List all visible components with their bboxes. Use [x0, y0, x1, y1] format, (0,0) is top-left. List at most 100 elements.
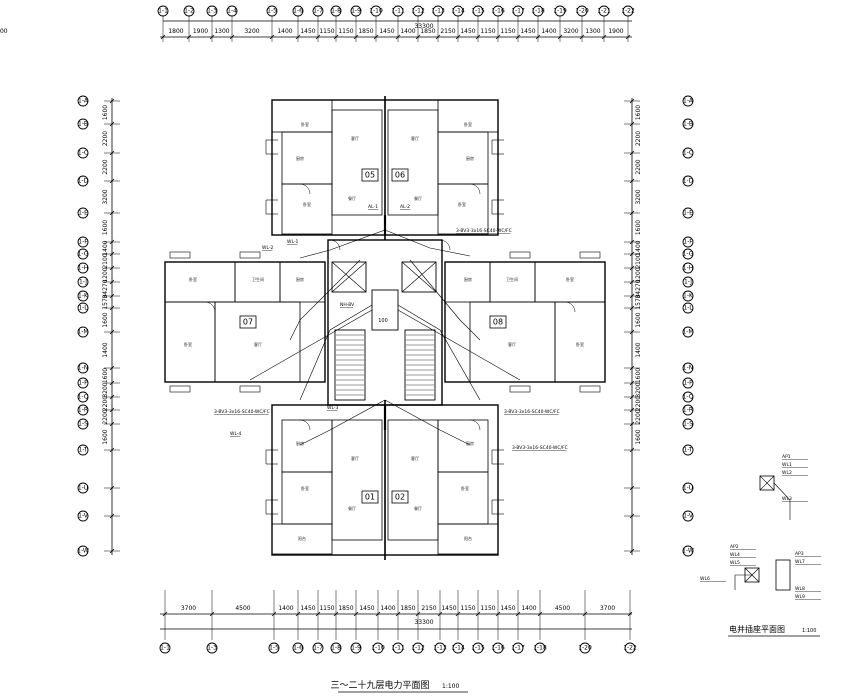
- svg-text:1-H: 1-H: [683, 265, 694, 272]
- top-dimension-1: 1900: [193, 28, 208, 35]
- room-label-8: 餐厅: [348, 195, 356, 201]
- bottom-dimension-16: 3700: [600, 605, 615, 612]
- axis-bubble-left-1-S: 1-S: [77, 418, 89, 430]
- right-dimension-15: 2200: [635, 409, 642, 424]
- room-label-17: 客厅: [254, 341, 262, 347]
- axis-bubble-left-1-T: 1-T: [77, 444, 89, 456]
- svg-text:1-3: 1-3: [207, 8, 217, 15]
- svg-text:1-5: 1-5: [269, 645, 279, 652]
- bottom-dimension-12: 1150: [480, 605, 495, 612]
- svg-text:1-B: 1-B: [683, 121, 693, 128]
- riser-label-1: WL1: [782, 462, 792, 468]
- axis-bubble-bottom-1-5: 1-5: [268, 642, 280, 654]
- svg-text:1-P: 1-P: [78, 380, 88, 387]
- svg-text:1-D: 1-D: [78, 178, 89, 185]
- axis-bubble-top-1-1: 1-1: [157, 5, 169, 17]
- left-dimension-6: 2100: [102, 253, 109, 268]
- room-label-18: 客厅: [508, 341, 516, 347]
- svg-text:1-D: 1-D: [683, 178, 694, 185]
- axis-bubble-left-1-K: 1-K: [77, 290, 89, 302]
- right-dimension-5: 1400: [635, 240, 642, 255]
- svg-text:05: 05: [365, 171, 375, 180]
- svg-text:1-19: 1-19: [553, 8, 567, 15]
- right-dimension-0: 1600: [635, 105, 642, 120]
- svg-text:1-C: 1-C: [78, 150, 88, 157]
- wire-2: [289, 259, 361, 341]
- svg-text:1-5: 1-5: [267, 8, 277, 15]
- bottom-dimension-14: 1400: [521, 605, 536, 612]
- room-label-29: 餐厅: [414, 505, 422, 511]
- axis-bubble-left-1-H: 1-H: [77, 262, 89, 274]
- axis-bubble-bottom-1-15: 1-15: [471, 642, 485, 654]
- center-label: 100: [378, 318, 388, 324]
- svg-text:1-11: 1-11: [391, 645, 405, 652]
- axis-bubble-left-1-U: 1-U: [77, 482, 89, 494]
- wire-3: [409, 259, 481, 341]
- total-dimension-top: 33300: [414, 23, 433, 30]
- top-dimension-9: 1450: [379, 28, 394, 35]
- svg-text:1-8: 1-8: [331, 645, 341, 652]
- axis-bubble-top-1-10: 1-10: [369, 5, 383, 17]
- wire-6: [299, 399, 386, 446]
- bottom-dimension-8: 1850: [400, 605, 415, 612]
- svg-text:1-N: 1-N: [78, 365, 88, 372]
- bottom-dimension-0: 3700: [181, 605, 196, 612]
- total-dimension-bottom: 33300: [414, 619, 433, 626]
- axis-bubble-bottom-1-16: 1-16: [491, 642, 505, 654]
- top-dimension-7: 1150: [338, 28, 353, 35]
- top-dimension-16: 1450: [520, 28, 535, 35]
- top-dimension-21: 1800: [0, 28, 8, 35]
- axis-bubble-right-1-D: 1-D: [682, 175, 694, 187]
- axis-bubble-right-1-E: 1-E: [682, 207, 694, 219]
- axis-bubble-right-1-W: 1-W: [682, 545, 694, 557]
- svg-text:1-16: 1-16: [491, 645, 505, 652]
- top-dimension-15: 1150: [500, 28, 515, 35]
- axis-bubble-top-1-5: 1-5: [266, 5, 278, 17]
- room-label-3: 厨房: [466, 155, 474, 161]
- left-dimension-10: 1600: [102, 312, 109, 327]
- bottom-dimension-1: 4500: [235, 605, 250, 612]
- axis-bubble-bottom-1-7: 1-7: [312, 642, 324, 654]
- room-label-6: 客厅: [351, 135, 359, 141]
- unit-number-01: 01: [361, 490, 379, 504]
- wire-annotation-5: AL-2: [400, 204, 410, 210]
- svg-text:1-11: 1-11: [391, 8, 405, 15]
- wire-annotation-3: 3-BV3-3x16-SC40-WC/FC: [512, 445, 568, 451]
- right-dimension-3: 3200: [635, 189, 642, 204]
- axis-bubble-left-1-N: 1-N: [77, 362, 89, 374]
- top-dimension-20: 1900: [608, 28, 623, 35]
- svg-text:1-8: 1-8: [331, 8, 341, 15]
- svg-text:1-22: 1-22: [623, 645, 637, 652]
- svg-text:1-1: 1-1: [160, 645, 170, 652]
- top-dimension-10: 1400: [400, 28, 415, 35]
- room-label-27: 客厅: [411, 455, 419, 461]
- right-dimension-10: 1600: [635, 312, 642, 327]
- axis-bubble-left-1-F: 1-F: [77, 236, 89, 248]
- axis-bubble-top-1-15: 1-15: [471, 5, 485, 17]
- svg-text:1-17: 1-17: [511, 645, 525, 652]
- left-dimension-4: 1600: [102, 220, 109, 235]
- wire-annotation-1: 3-BV3-3x16-SC40-WC/FC: [214, 409, 270, 415]
- axis-bubble-top-1-20: 1-20: [575, 5, 589, 17]
- svg-text:1-R: 1-R: [78, 407, 88, 414]
- wire-annotation-10: NH-BV: [340, 302, 355, 308]
- unit-number-05: 05: [361, 168, 379, 182]
- axis-bubble-top-1-17: 1-17: [511, 5, 525, 17]
- axis-bubble-bottom-1-14: 1-14: [451, 642, 465, 654]
- left-dimension-11: 1400: [102, 342, 109, 357]
- top-dimension-18: 3200: [563, 28, 578, 35]
- unit-number-07: 07: [239, 315, 257, 329]
- top-dimension-5: 1450: [300, 28, 315, 35]
- axis-bubble-top-1-18: 1-18: [531, 5, 545, 17]
- left-dimension-1: 2200: [102, 131, 109, 146]
- svg-text:1-K: 1-K: [78, 293, 89, 300]
- svg-text:1-V: 1-V: [78, 513, 89, 520]
- left-dimension-2: 2200: [102, 159, 109, 174]
- top-dimension-3: 3200: [244, 28, 259, 35]
- bottom-dimension-13: 1450: [500, 605, 515, 612]
- svg-text:1-17: 1-17: [511, 8, 525, 15]
- top-dimension-11: 1850: [420, 28, 435, 35]
- axis-bubble-top-1-11: 1-11: [391, 5, 405, 17]
